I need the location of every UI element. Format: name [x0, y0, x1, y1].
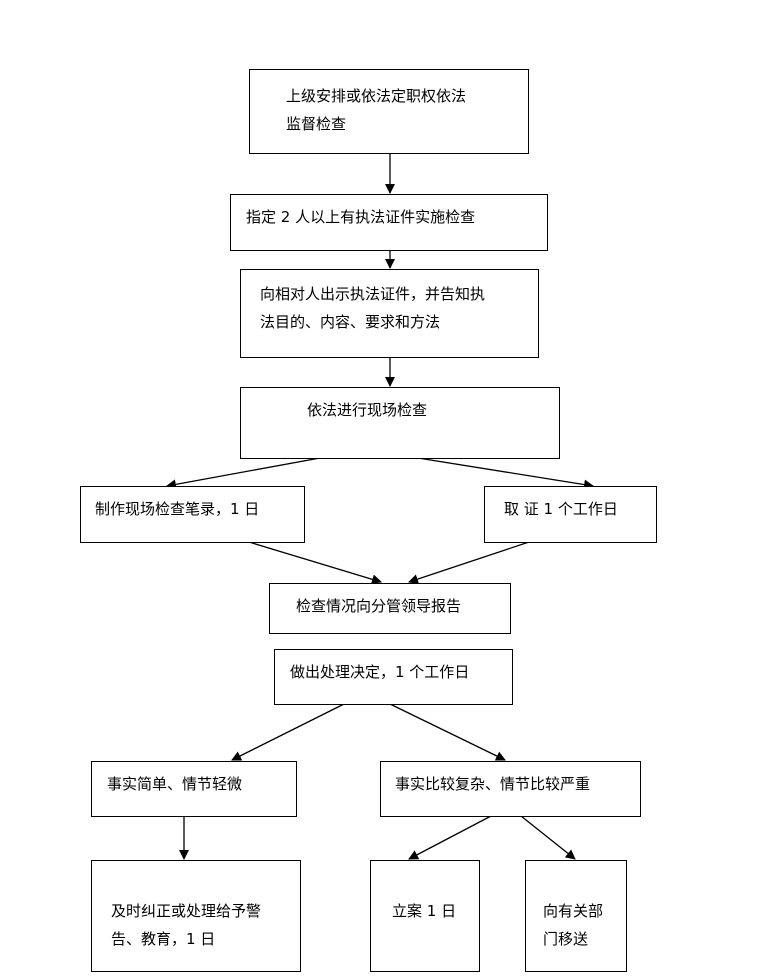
- node-label: 事实比较复杂、情节比较严重: [395, 775, 591, 793]
- node-show-credentials: 向相对人出示执法证件，并告知执 法目的、内容、要求和方法: [240, 269, 539, 358]
- node-report-to-leader: 检查情况向分管领导报告: [269, 583, 511, 634]
- node-label: 做出处理决定，1 个工作日: [290, 663, 470, 681]
- node-serious-case: 事实比较复杂、情节比较严重: [380, 761, 641, 817]
- arrow-n10-n12: [408, 815, 492, 860]
- node-evidence-collection: 取 证 1 个工作日: [484, 486, 657, 543]
- node-file-case: 立案 1 日: [370, 860, 480, 972]
- arrow-n5-n7: [248, 541, 382, 585]
- node-label: 指定 2 人以上有执法证件实施检查: [246, 208, 476, 226]
- arrow-n4-n6: [417, 457, 594, 490]
- arrow-n4-n5: [166, 457, 321, 490]
- node-label: 上级安排或依法定职权依法 监督检查: [286, 87, 467, 133]
- arrow-n6-n7: [408, 541, 530, 584]
- node-label: 检查情况向分管领导报告: [296, 597, 462, 615]
- node-label: 立案 1 日: [392, 902, 457, 920]
- node-make-decision: 做出处理决定，1 个工作日: [274, 649, 513, 705]
- node-label: 制作现场检查笔录，1 日: [95, 500, 260, 518]
- node-label: 及时纠正或处理给予警 告、教育，1 日: [111, 902, 262, 948]
- node-supervision-start: 上级安排或依法定职权依法 监督检查: [249, 69, 529, 154]
- node-minor-case: 事实简单、情节轻微: [91, 761, 297, 817]
- node-label: 向有关部 门移送: [543, 902, 604, 948]
- node-inspection-record: 制作现场检查笔录，1 日: [80, 486, 305, 543]
- node-label: 依法进行现场检查: [307, 401, 428, 419]
- node-label: 向相对人出示执法证件，并告知执 法目的、内容、要求和方法: [260, 285, 486, 331]
- node-label: 取 证 1 个工作日: [504, 500, 618, 518]
- node-assign-inspectors: 指定 2 人以上有执法证件实施检查: [230, 194, 548, 251]
- arrow-n8-n9: [231, 703, 345, 761]
- node-transfer-department: 向有关部 门移送: [525, 860, 627, 972]
- node-onsite-inspection: 依法进行现场检查: [240, 387, 560, 459]
- node-correct-warn: 及时纠正或处理给予警 告、教育，1 日: [91, 860, 301, 972]
- arrow-n10-n13: [520, 815, 576, 860]
- node-label: 事实简单、情节轻微: [107, 775, 243, 793]
- arrow-n8-n10: [389, 703, 506, 761]
